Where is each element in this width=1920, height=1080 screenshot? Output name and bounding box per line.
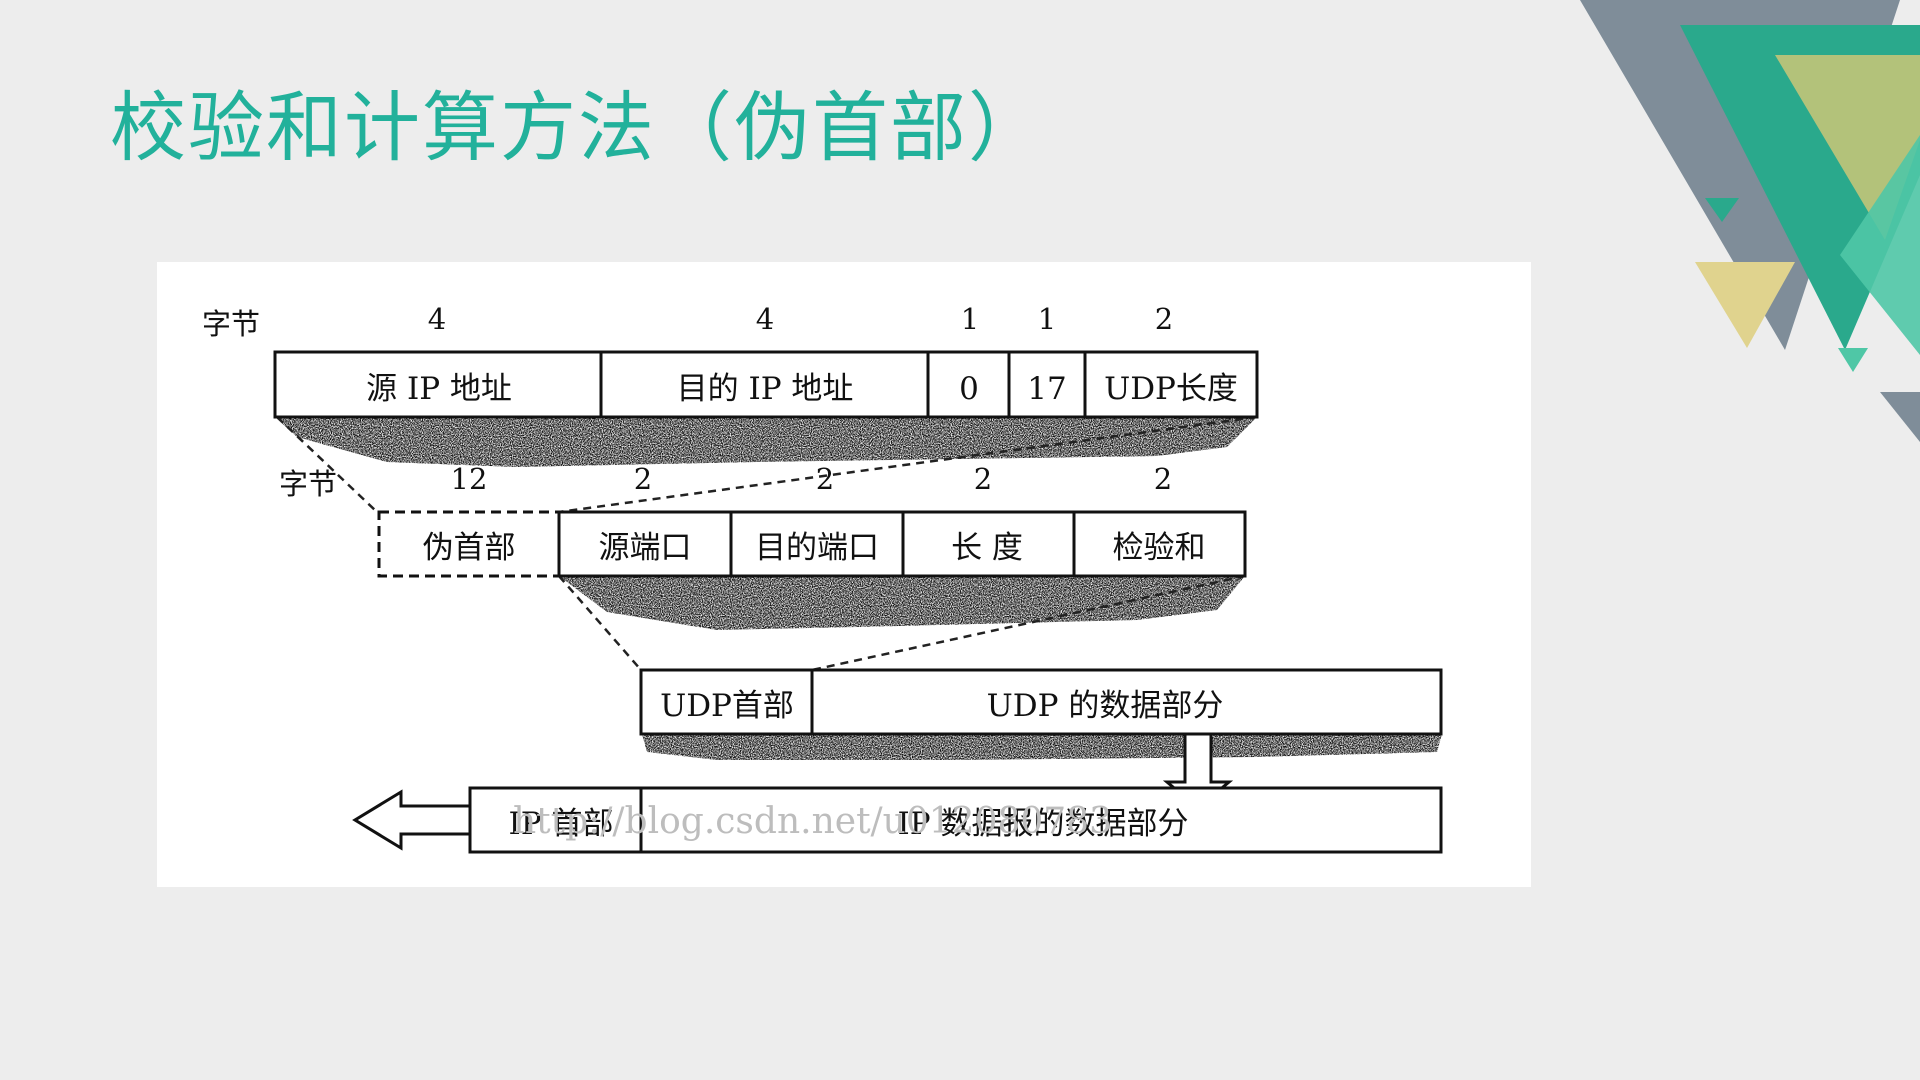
field-dest-port: 目的端口: [755, 530, 879, 566]
field-length: 长 度: [951, 530, 1023, 566]
fan-shade-2: [559, 576, 1245, 630]
udp-datagram-box: [639, 668, 1443, 736]
udp-header-counts: 12 2 2 2 2: [451, 462, 1173, 496]
deco-small-teal-triangle: [1705, 198, 1739, 222]
slide-title: 校验和计算方法（伪首部）: [110, 83, 1046, 172]
byte-label-2: 字节: [279, 467, 337, 501]
dash-line: [558, 575, 642, 671]
field-source-ip: 源 IP 地址: [366, 371, 512, 407]
dash-line: [558, 415, 1258, 514]
deco-small-teal-triangle-2: [1838, 348, 1868, 372]
field-protocol: 17: [1027, 371, 1066, 407]
udp-header-row: 伪首部 源端口 目的端口 长 度 检验和: [377, 510, 1247, 578]
count: 1: [961, 302, 979, 336]
field-ip-header: IP 首部: [509, 806, 614, 842]
dash-line: [276, 416, 378, 513]
count: 2: [816, 462, 834, 496]
corner-decoration: [1580, 0, 1920, 442]
pseudo-header-box: [273, 350, 1259, 419]
left-arrow: [352, 789, 472, 851]
field-pseudo-header: 伪首部: [423, 530, 516, 566]
checksum-diagram: 字节 4 4 1 1 2 源 IP 地址 目的 IP 地址 0 17 UDP长度…: [202, 302, 1443, 854]
fan-shade-3: [642, 734, 1442, 760]
count: 1: [1038, 302, 1056, 336]
count: 12: [451, 462, 488, 496]
count: 2: [974, 462, 992, 496]
fan-shading: [275, 417, 1442, 760]
count: 4: [756, 302, 774, 336]
field-udp-data: UDP 的数据部分: [987, 688, 1224, 724]
deco-yellow-triangle: [1695, 262, 1795, 348]
dash-line: [811, 574, 1246, 672]
fan-shade-1: [275, 417, 1257, 467]
count: 2: [1155, 302, 1173, 336]
count: 2: [1154, 462, 1172, 496]
field-zero: 0: [959, 371, 979, 407]
ip-datagram-row: IP 首部 IP 数据报的数据部分: [468, 786, 1443, 854]
watermark: http://blog.csdn.net/u012080783: [513, 801, 1112, 842]
field-udp-header: UDP首部: [660, 688, 794, 724]
field-ip-data: IP 数据报的数据部分: [898, 806, 1189, 842]
pseudo-header-counts: 4 4 1 1 2: [428, 302, 1173, 336]
count: 2: [634, 462, 652, 496]
deco-small-slate-triangle: [1880, 392, 1920, 442]
projection-lines: [276, 415, 1258, 672]
field-checksum: 检验和: [1113, 530, 1206, 566]
byte-label-1: 字节: [202, 307, 260, 341]
pseudo-header-row: 源 IP 地址 目的 IP 地址 0 17 UDP长度: [273, 350, 1259, 419]
field-source-port: 源端口: [599, 530, 692, 566]
field-udp-length: UDP长度: [1104, 371, 1238, 407]
udp-datagram-row: UDP首部 UDP 的数据部分: [639, 668, 1443, 736]
count: 4: [428, 302, 446, 336]
field-dest-ip: 目的 IP 地址: [677, 371, 854, 407]
udp-checksum-figure: 字节 4 4 1 1 2 源 IP 地址 目的 IP 地址 0 17 UDP长度…: [157, 262, 1531, 887]
deco-mint-triangle: [1840, 135, 1920, 355]
